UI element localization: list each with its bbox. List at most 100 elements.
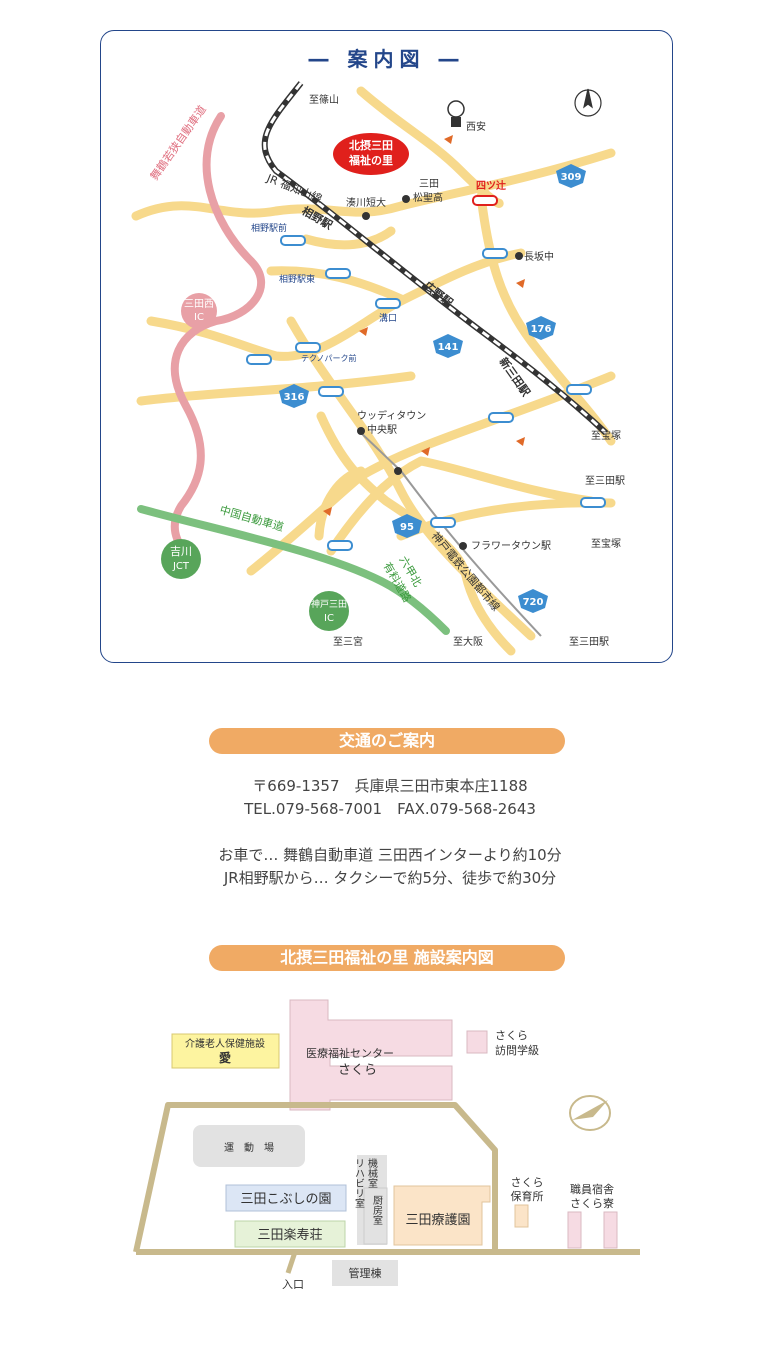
kanri-building: [332, 1260, 398, 1286]
arrow: [323, 507, 332, 516]
route-numbers: 309 176 141 316 95 720: [284, 172, 582, 608]
by-train: JR相野駅から… タクシーで約5分、徒歩で約30分: [223, 869, 557, 887]
label-maizuru-exp: 舞鶴若狭自動車道: [147, 103, 209, 183]
label-sanda-nishi-2: IC: [194, 312, 204, 323]
dot: [394, 467, 402, 475]
poi-dots: [357, 195, 523, 550]
facility-badge: [333, 133, 409, 175]
address: 〒669-1357 兵庫県三田市東本庄1188: [252, 777, 528, 795]
ground: [193, 1125, 305, 1167]
label-medical-2: さくら: [338, 1063, 377, 1078]
dot: [362, 212, 370, 220]
yotsutsuji-stop: [472, 195, 498, 206]
label-yokawa-2: JCT: [172, 561, 190, 572]
label-kobe-sanda-1: 神戸三田: [311, 598, 347, 610]
access-map: 北摂三田 福祉の里 309: [100, 30, 673, 663]
road-176: [476, 191, 616, 446]
route-95: 95: [400, 522, 414, 533]
label-kanri: 管理棟: [349, 1266, 382, 1280]
route-309: 309: [561, 172, 582, 183]
label-to-osaka: 至大阪: [453, 635, 483, 648]
road-north-east: [131, 148, 616, 221]
shield-95: [392, 514, 422, 538]
label-sanda-1: 三田: [419, 179, 439, 190]
label-hoikusho-2: 保育所: [511, 1189, 544, 1203]
route-shields: [279, 164, 586, 613]
label-rakujuso: 三田楽寿荘: [257, 1227, 322, 1243]
label-minatogawa: 湊川短大: [346, 196, 386, 209]
arrow: [444, 135, 453, 144]
map-title: ― 案内図 ―: [308, 47, 465, 71]
kobe-dentetsu-line: [358, 430, 542, 637]
route-141: 141: [438, 342, 459, 353]
label-to-sanda-station-2: 至三田駅: [569, 636, 609, 648]
label-houmon-2: 訪問学級: [495, 1043, 539, 1057]
label-kikai-1: 機械室: [366, 1157, 378, 1188]
road-woody: [246, 371, 616, 576]
shield-720: [518, 589, 548, 613]
shield-316: [279, 384, 309, 408]
arrow: [421, 447, 430, 456]
site-outline: [133, 1102, 498, 1253]
chubo-building: [363, 1187, 388, 1245]
access-heading: 交通のご案内: [209, 728, 565, 754]
label-hoikusho-1: さくら: [511, 1176, 544, 1189]
compass-icon: [574, 88, 602, 117]
label-mizoguchi: 溝口: [379, 312, 397, 324]
label-woody-2: 中央駅: [367, 423, 397, 436]
jr-line-dash: [263, 82, 608, 435]
facility-badge-line2: 福祉の里: [348, 153, 393, 167]
label-kaigo-2: 愛: [219, 1050, 231, 1065]
label-flower-town: フラワータウン駅: [471, 540, 551, 552]
arrow: [516, 279, 525, 288]
shield-176: [526, 316, 556, 340]
jr-fukuchiyama-line: [261, 81, 609, 436]
label-sasayama: 至篠山: [309, 93, 339, 106]
label-to-takarazuka-1: 至宝塚: [591, 429, 621, 442]
road-316: [136, 371, 416, 406]
compass-icon: [569, 1095, 611, 1131]
label-woody-1: ウッディタウン: [357, 409, 426, 422]
dot: [459, 542, 467, 550]
road-95: [326, 456, 596, 556]
phone-fax: TEL.079-568-7001 FAX.079-568-2643: [244, 800, 536, 818]
facility-labels: 介護老人保健施設 愛 医療福祉センター さくら さくら 訪問学級 運 動 場 三…: [185, 1029, 614, 1291]
road-link: [314, 466, 366, 541]
by-car: お車で… 舞鶴自動車道 三田西インターより約10分: [218, 846, 562, 864]
arrow: [359, 327, 368, 336]
label-aino-ekihigashi: 相野駅東: [279, 273, 315, 285]
sakura-houmon-swatch: [466, 1030, 488, 1054]
route-316: 316: [284, 392, 305, 403]
yokawa-jct-marker: [161, 539, 201, 579]
label-kikai-2: リハビリ室: [353, 1158, 365, 1208]
rakujuso-building: [234, 1220, 346, 1248]
label-ground: 運 動 場: [224, 1141, 274, 1154]
shukusha-building-1: [567, 1211, 582, 1249]
dot: [357, 427, 365, 435]
road-south: [316, 411, 516, 656]
maizuru-expressway: [170, 112, 266, 565]
hoikusho-building: [514, 1204, 529, 1228]
label-techno-park: テクノパーク前: [301, 353, 357, 363]
route-720: 720: [523, 597, 544, 608]
kobe-sanda-ic-marker: [309, 591, 349, 631]
kaigo-building: [171, 1033, 280, 1069]
label-shinsanda-station: 新三田駅: [497, 355, 534, 399]
label-kobe-sanda-2: IC: [324, 613, 334, 624]
label-shukusha-1: 職員宿舎: [570, 1182, 614, 1196]
label-jr-line: JR 福知山線: [264, 170, 324, 205]
seian-base: [451, 117, 461, 127]
route-176: 176: [531, 324, 552, 335]
label-to-sannomiya: 至三宮: [333, 635, 363, 648]
shukusha-building-2: [603, 1211, 618, 1249]
label-seian: 西安: [466, 120, 486, 133]
ryogoen-building: [393, 1185, 491, 1246]
label-chubo: 厨房室: [371, 1195, 383, 1225]
medical-center: [289, 999, 453, 1111]
road-141: [286, 316, 536, 641]
label-sanda-nishi-1: 三田西: [184, 299, 214, 310]
facility-badge-line1: 北摂三田: [349, 138, 393, 152]
label-aino-ekimae: 相野駅前: [251, 222, 287, 234]
dot: [402, 195, 410, 203]
sanda-nishi-ic-marker: [181, 293, 217, 329]
